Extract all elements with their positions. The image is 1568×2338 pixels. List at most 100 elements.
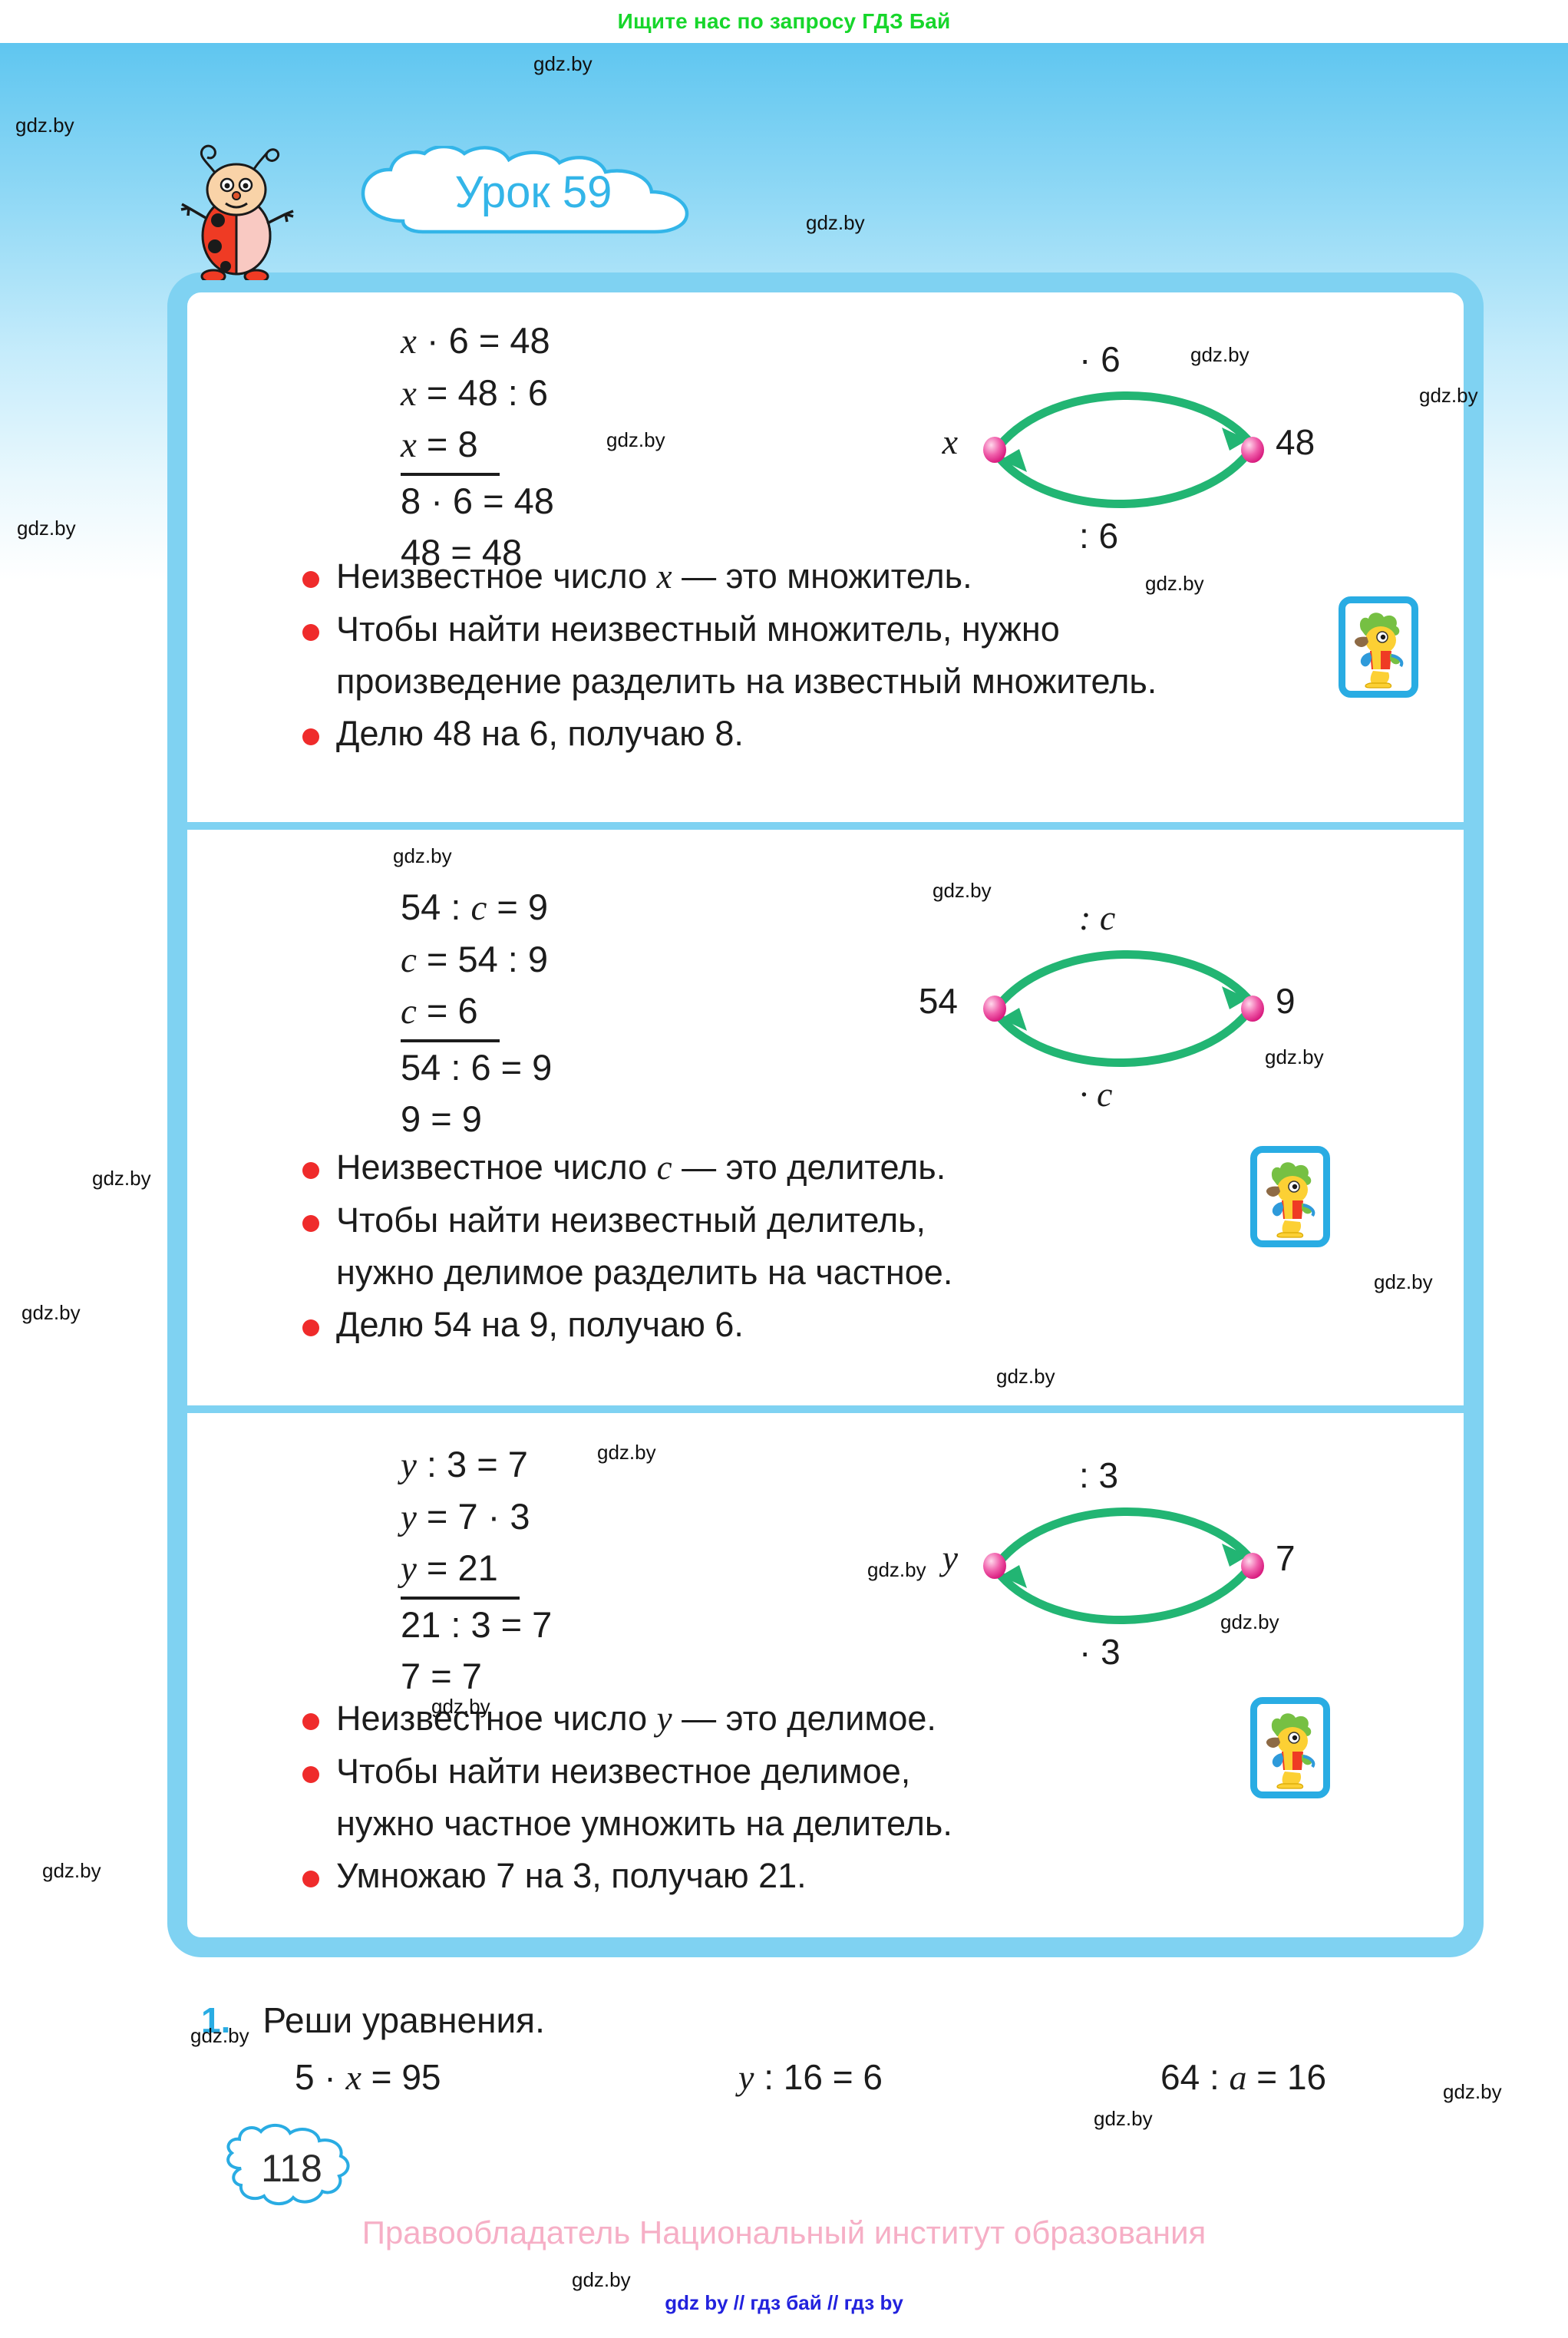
exercise-number: 1. <box>201 2000 231 2040</box>
diagram-bottom-label: · 3 <box>1079 1632 1121 1672</box>
bullet-dot-icon <box>302 1765 319 1783</box>
bullet-continuation: нужно частное умножить на делитель. <box>336 1803 952 1843</box>
bullet-text: Умножаю 7 на 3, получаю 21. <box>336 1855 807 1895</box>
lesson-card: x · 6 = 48 x = 48 : 6 x = 8 8 · 6 = 48 4… <box>167 272 1484 1957</box>
bullet-dot-icon <box>302 1713 319 1730</box>
watermark-text: gdz.by <box>1220 1610 1279 1633</box>
diagram-top-label: : 3 <box>1079 1455 1119 1495</box>
promo-text: Ищите нас по запросу ГДЗ Бай <box>617 9 951 33</box>
bullet-text: Делю 48 на 6, получаю 8. <box>336 713 744 753</box>
watermark-text: gdz.by <box>572 2268 631 2291</box>
watermark-text: gdz.by <box>190 2024 249 2047</box>
arrow-diagram-1: · 6 : 6 x 48 <box>942 339 1315 556</box>
parrot-icon <box>1250 1697 1330 1798</box>
bullet-item: Делю 54 на 9, получаю 6. <box>302 1302 1300 1348</box>
bullets-block-2: Неизвестное число c — это делитель. Чтоб… <box>302 1144 1300 1353</box>
arrow-diagram-2: : c · c 54 9 <box>919 898 1315 1114</box>
equation-line: x = 48 : 6 <box>401 372 549 414</box>
bullet-dot-icon <box>302 728 319 745</box>
watermark-text: gdz.by <box>533 52 593 75</box>
equation-line: y : 3 = 7 <box>401 1444 528 1485</box>
bullet-text: Неизвестное число x — это множитель. <box>336 556 972 596</box>
bullet-text: Чтобы найти неизвестное делимое, <box>336 1751 911 1791</box>
arrow-diagram-3: : 3 · 3 y 7 <box>942 1455 1315 1672</box>
watermark-text: gdz.by <box>1145 572 1204 595</box>
watermark-text: gdz.by <box>42 1859 101 1882</box>
watermark-text: gdz.by <box>393 844 452 867</box>
equation-line: c = 54 : 9 <box>401 938 549 980</box>
bullets-block-1: Неизвестное число x — это множитель. Что… <box>302 553 1300 762</box>
watermark-text: gdz.by <box>1265 1045 1324 1068</box>
exercise-equation: 64 : a = 16 <box>1160 2057 1327 2097</box>
exercise-equation: 5 · x = 95 <box>295 2057 441 2097</box>
diagram-top-label: : c <box>1079 898 1116 937</box>
watermark-text: gdz.by <box>1443 2080 1502 2103</box>
equation-line: 21 : 3 = 7 <box>401 1604 553 1646</box>
bullet-dot-icon <box>302 1319 319 1336</box>
equation-answer: y = 21 <box>401 1543 520 1600</box>
watermark-text: gdz.by <box>1094 2107 1153 2130</box>
equation-line: 54 : 6 = 9 <box>401 1047 553 1088</box>
page-number-cloud: 118 <box>215 2122 368 2214</box>
watermark-text: gdz.by <box>15 114 74 137</box>
equations-block-3: y : 3 = 7 y = 7 · 3 y = 21 21 : 3 = 7 7 … <box>401 1439 552 1702</box>
watermark-text: gdz.by <box>92 1167 151 1190</box>
diagram-top-label: · 6 <box>1079 339 1121 379</box>
watermark-text: gdz.by <box>431 1695 490 1718</box>
exercise-equations-row: 5 · x = 95 y : 16 = 6 64 : a = 16 <box>201 2056 1506 2125</box>
diagram-left-label: 54 <box>918 981 958 1021</box>
bullet-continuation: нужно делимое разделить на частное. <box>336 1252 953 1292</box>
bullet-item: Неизвестное число c — это делитель. <box>302 1144 1300 1191</box>
section-divisor: 54 : c = 9 c = 54 : 9 c = 6 54 : 6 = 9 9… <box>187 822 1464 1405</box>
equation-line: 9 = 9 <box>401 1098 482 1139</box>
equation-line: 7 = 7 <box>401 1655 482 1696</box>
equation-answer: x = 8 <box>401 419 500 477</box>
watermark-text: gdz.by <box>1190 343 1249 366</box>
watermark-text: gdz.by <box>933 879 992 902</box>
bullet-item: Умножаю 7 на 3, получаю 21. <box>302 1853 1300 1899</box>
page-number: 118 <box>261 2147 322 2190</box>
equation-line: x · 6 = 48 <box>401 320 550 362</box>
bullets-block-3: Неизвестное число y — это делимое. Чтобы… <box>302 1696 1300 1904</box>
watermark-text: gdz.by <box>996 1365 1055 1388</box>
bullet-text: Неизвестное число c — это делитель. <box>336 1148 946 1187</box>
exercise-equation: y : 16 = 6 <box>738 2057 883 2097</box>
equations-block-1: x · 6 = 48 x = 48 : 6 x = 8 8 · 6 = 48 4… <box>401 315 554 579</box>
diagram-right-label: 48 <box>1276 422 1315 462</box>
exercise-title: Реши уравнения. <box>262 2000 545 2040</box>
diagram-bottom-label: · c <box>1079 1075 1113 1114</box>
exercise-block: 1. Реши уравнения. 5 · x = 95 y : 16 = 6… <box>201 2000 1506 2125</box>
bullet-dot-icon <box>302 1870 319 1887</box>
equation-line: 8 · 6 = 48 <box>401 480 554 522</box>
exercise-heading: 1. Реши уравнения. <box>201 2000 1506 2041</box>
bullet-dot-icon <box>302 1214 319 1232</box>
equation-line: y = 7 · 3 <box>401 1495 530 1537</box>
watermark-text: gdz.by <box>21 1301 81 1324</box>
bullet-dot-icon <box>302 623 319 641</box>
bullet-text: Неизвестное число y — это делимое. <box>336 1699 936 1738</box>
watermark-text: gdz.by <box>1374 1270 1433 1293</box>
watermark-text: gdz.by <box>606 428 665 451</box>
copyright-text: Правообладатель Национальный институт об… <box>361 2214 1207 2250</box>
bullet-text: Делю 54 на 9, получаю 6. <box>336 1304 744 1344</box>
section-multiplier: x · 6 = 48 x = 48 : 6 x = 8 8 · 6 = 48 4… <box>187 292 1464 822</box>
watermark-text: gdz.by <box>806 211 865 234</box>
diagram-bottom-label: : 6 <box>1079 516 1119 556</box>
bullet-item: Делю 48 на 6, получаю 8. <box>302 711 1300 757</box>
site-footer-links[interactable]: gdz by // гдз бай // гдз by <box>665 2291 903 2314</box>
bullet-dot-icon <box>302 571 319 588</box>
watermark-text: gdz.by <box>867 1558 926 1581</box>
ladybug-icon <box>177 134 307 284</box>
watermark-text: gdz.by <box>597 1441 656 1464</box>
watermark-text: gdz.by <box>1419 384 1478 407</box>
diagram-left-label: y <box>942 1538 958 1577</box>
bullet-text: Чтобы найти неизвестный множитель, нужно <box>336 609 1060 649</box>
promo-banner: Ищите нас по запросу ГДЗ Бай <box>0 0 1568 43</box>
equation-line: 54 : c = 9 <box>401 887 549 928</box>
equation-line: 48 = 48 <box>401 531 523 573</box>
bullet-item: Неизвестное число y — это делимое. <box>302 1696 1300 1742</box>
bullet-item: Чтобы найти неизвестный множитель, нужно <box>302 606 1300 652</box>
bullet-dot-icon <box>302 1162 319 1179</box>
bullet-item: Неизвестное число x — это множитель. <box>302 553 1300 600</box>
diagram-right-label: 9 <box>1276 981 1296 1021</box>
